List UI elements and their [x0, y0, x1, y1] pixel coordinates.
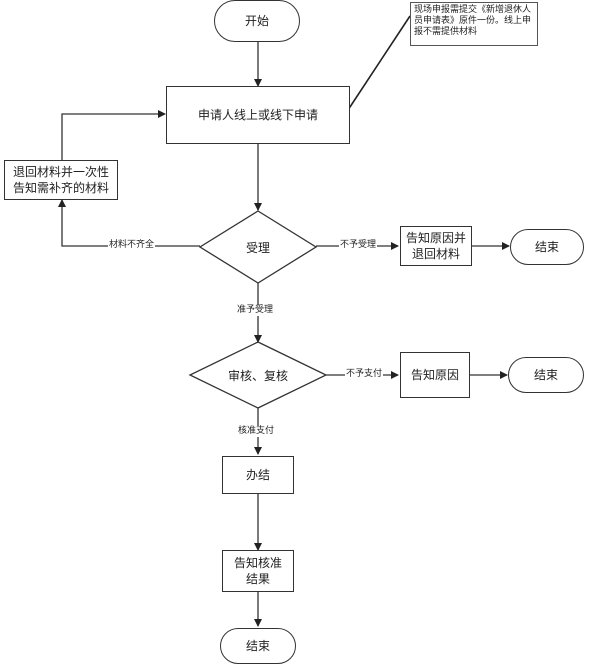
- accept-label: 受理: [245, 240, 270, 255]
- edge-label-approve-pay: 核准支付: [237, 426, 276, 437]
- edge-return-to-apply: [61, 110, 166, 160]
- end-final-label: 结束: [245, 639, 270, 653]
- apply-node: 申请人线上或线下申请: [166, 86, 350, 144]
- start-label: 开始: [244, 14, 269, 28]
- return-materials-node: 退回材料并一次性告知需补齐的材料: [4, 160, 118, 200]
- edge-label-no-pay: 不予支付: [345, 369, 384, 380]
- review-decision: 审核、复核: [208, 360, 308, 390]
- end-reject-node: 结束: [510, 229, 584, 265]
- return-materials-label: 退回材料并一次性告知需补齐的材料: [12, 165, 109, 195]
- review-label: 审核、复核: [227, 368, 288, 383]
- edge-label-reject: 不予受理: [339, 240, 378, 251]
- decision-accept-shape: [198, 210, 318, 284]
- notify-return-label: 告知原因并退回材料: [405, 231, 466, 261]
- complete-node: 办结: [222, 456, 294, 494]
- edge-label-approve-accept: 准予受理: [236, 305, 275, 316]
- start-node: 开始: [214, 0, 300, 42]
- end-reject-label: 结束: [534, 240, 559, 254]
- notify-result-node: 告知核准结果: [222, 550, 294, 592]
- accept-decision: 受理: [214, 232, 302, 262]
- notify-reason-node: 告知原因: [400, 352, 470, 398]
- apply-label: 申请人线上或线下申请: [197, 108, 318, 122]
- notify-return-node: 告知原因并退回材料: [400, 226, 472, 266]
- notify-result-label: 告知核准结果: [233, 556, 282, 586]
- end-final-node: 结束: [220, 628, 296, 664]
- edge-note-connector: [347, 15, 411, 111]
- complete-label: 办结: [245, 468, 270, 482]
- decision-review-shape: [188, 341, 328, 409]
- requirement-note: 现场申报需提交《新增退休人员申请表》原件一份。线上申报不需提供材料: [410, 2, 538, 46]
- requirement-note-text: 现场申报需提交《新增退休人员申请表》原件一份。线上申报不需提供材料: [414, 5, 532, 37]
- end-nopay-label: 结束: [533, 368, 558, 382]
- edge-label-incomplete: 材料不齐全: [108, 240, 156, 251]
- end-nopay-node: 结束: [508, 357, 584, 393]
- notify-reason-label: 告知原因: [410, 368, 459, 382]
